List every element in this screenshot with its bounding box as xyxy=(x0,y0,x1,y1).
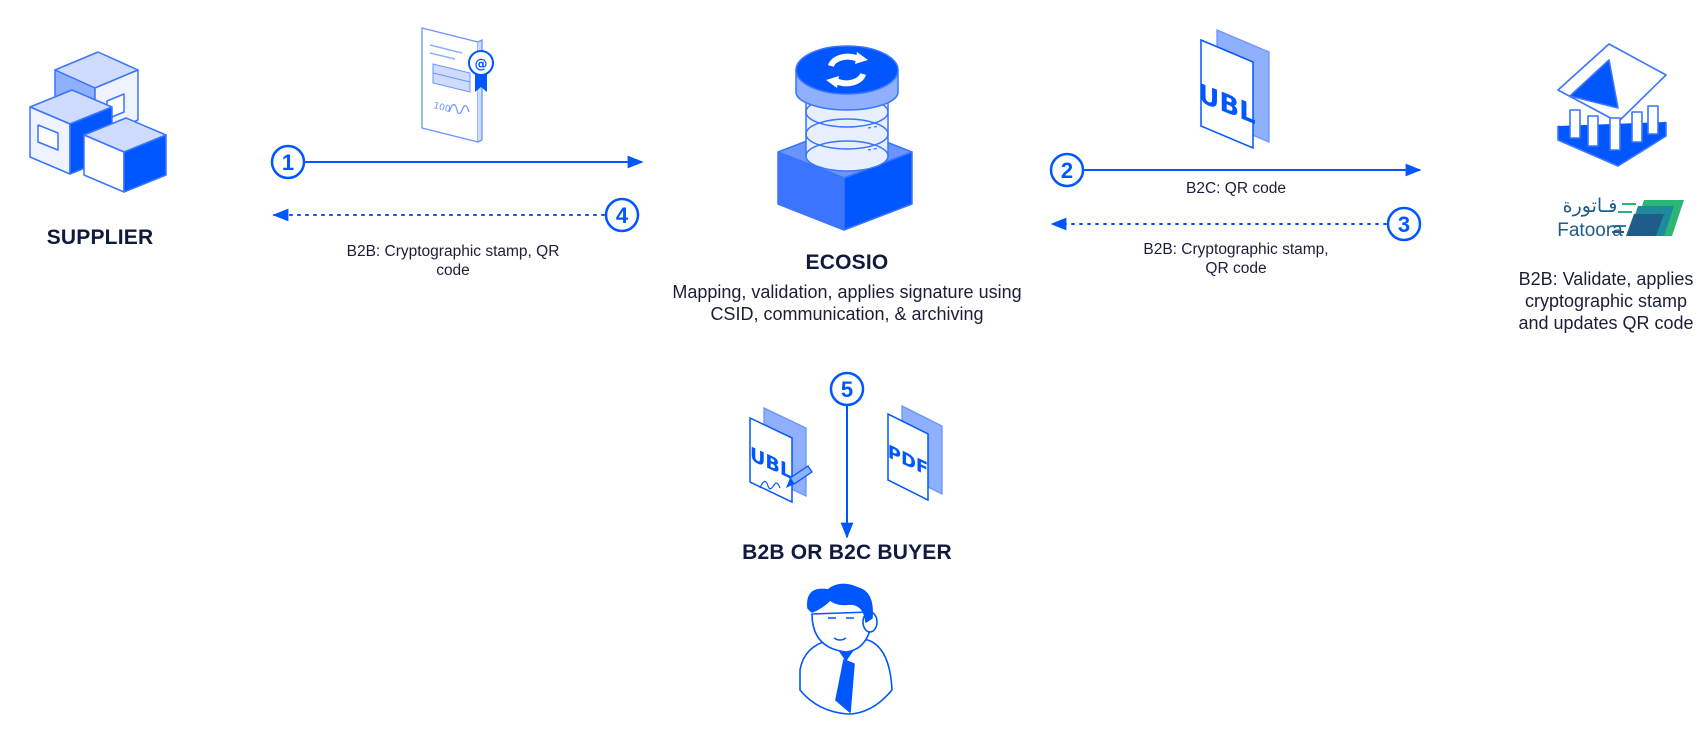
ubl-signed-document-icon: UBL xyxy=(749,406,813,504)
ecosio-title: ECOSIO xyxy=(805,251,889,274)
edge-4-label: B2B: Cryptographic stamp, QR code xyxy=(346,243,560,279)
svg-text:4: 4 xyxy=(616,203,629,228)
supplier-title: SUPPLIER xyxy=(46,226,154,249)
buyer-title: B2B OR B2C BUYER xyxy=(742,541,952,564)
invoice-document-icon: 100 @ xyxy=(421,27,494,143)
government-building-icon xyxy=(1557,43,1667,167)
svg-text:3: 3 xyxy=(1398,212,1410,237)
database-sync-icon xyxy=(777,45,913,231)
step-marker-3: 3 xyxy=(1386,206,1422,242)
pdf-document-icon: PDF xyxy=(887,404,943,502)
fatoora-logo-arabic: فـاتورة xyxy=(1563,195,1618,217)
fatoora-logo-icon xyxy=(1612,200,1684,236)
step-marker-4: 4 xyxy=(604,197,640,233)
person-icon xyxy=(799,583,893,715)
boxes-icon xyxy=(29,51,167,193)
fatoora-description: B2B: Validate, applies cryptographic sta… xyxy=(1518,269,1694,333)
svg-text:5: 5 xyxy=(841,377,853,402)
svg-text:2: 2 xyxy=(1061,158,1073,183)
edge-3-label: B2B: Cryptographic stamp, QR code xyxy=(1143,241,1329,277)
fatoora-logo-latin: Fatoora xyxy=(1557,220,1623,241)
step-marker-2: 2 xyxy=(1049,152,1085,188)
ubl-document-icon: UBL xyxy=(1198,29,1270,150)
svg-text:1: 1 xyxy=(282,150,294,175)
invoice-amount-text: 100 xyxy=(432,101,451,115)
ecosio-description: Mapping, validation, applies signature u… xyxy=(672,282,1022,324)
step-marker-1: 1 xyxy=(270,144,306,180)
step-marker-5: 5 xyxy=(829,371,865,407)
svg-text:@: @ xyxy=(475,57,488,72)
edge-2-label: B2C: QR code xyxy=(1186,180,1286,197)
